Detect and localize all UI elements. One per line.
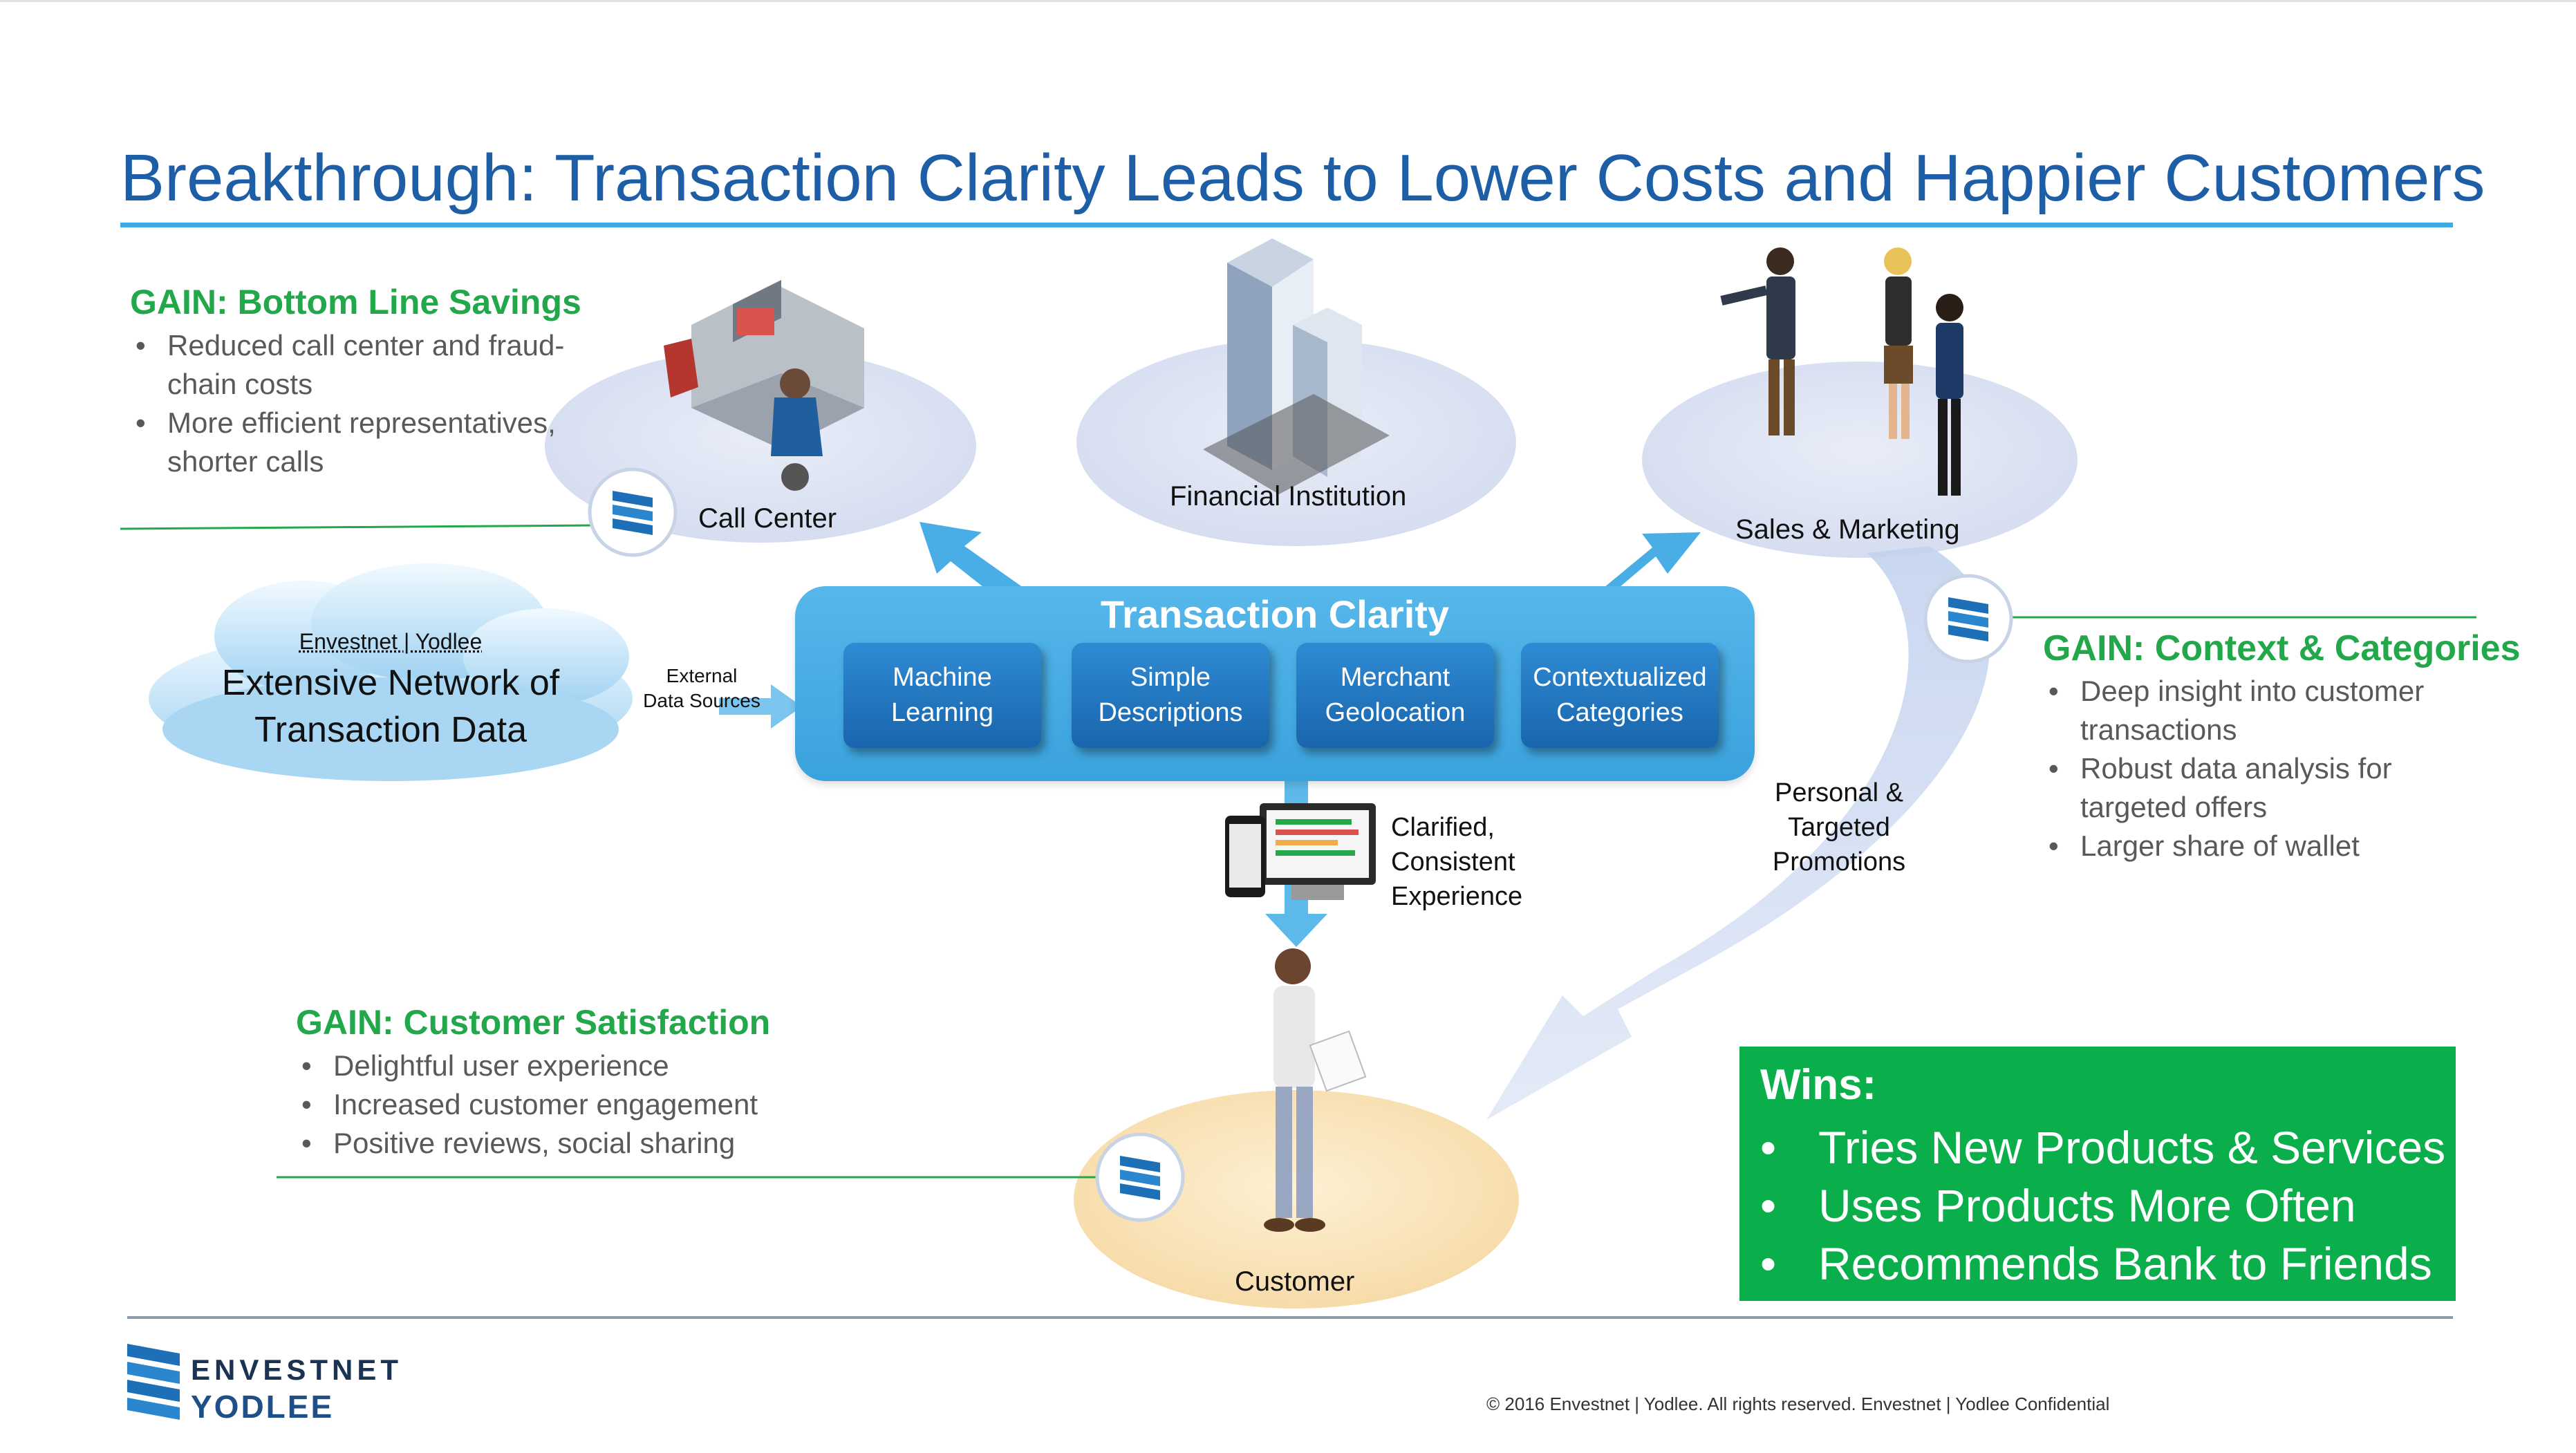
sales-people-icon xyxy=(1720,247,1963,496)
call-center-label: Call Center xyxy=(698,503,837,534)
list-item: Increased customer engagement xyxy=(296,1085,918,1124)
label-line: Clarified, xyxy=(1391,813,1495,842)
box-line: Geolocation xyxy=(1325,698,1466,727)
sales-marketing-label: Sales & Marketing xyxy=(1735,514,1960,545)
label-line: Experience xyxy=(1391,882,1523,912)
gain-bottom-line-title: GAIN: Bottom Line Savings xyxy=(130,283,581,321)
label-line: Promotions xyxy=(1772,847,1906,877)
cloud-title: Extensive Network of Transaction Data xyxy=(159,660,622,753)
box-line: Categories xyxy=(1556,698,1683,727)
wins-list: Tries New Products & Services Uses Produ… xyxy=(1760,1118,2445,1293)
list-item: Tries New Products & Services xyxy=(1760,1118,2445,1177)
gain-satisfaction-title: GAIN: Customer Satisfaction xyxy=(296,1003,771,1042)
arrow-down-head xyxy=(1265,914,1327,947)
list-item: Delightful user experience xyxy=(296,1047,918,1085)
envestnet-yodlee-logo-icon xyxy=(127,1344,180,1420)
financial-institution-label: Financial Institution xyxy=(1170,481,1407,512)
arrow-to-call-center xyxy=(920,522,1023,605)
envestnet-logo-icon xyxy=(588,467,678,557)
cloud-title-line: Extensive Network of xyxy=(221,663,560,703)
customer-person-icon xyxy=(1264,948,1367,1232)
building-icon xyxy=(1203,238,1390,494)
arrow-external-sources xyxy=(719,684,802,729)
list-item: Reduced call center and fraud-chain cost… xyxy=(130,326,572,404)
label-line: Consistent xyxy=(1391,847,1515,877)
wins-title: Wins: xyxy=(1760,1061,1877,1109)
title-underline xyxy=(120,223,2453,227)
logo-wordmark-envestnet: ENVESTNET xyxy=(191,1353,403,1386)
gain-context-list: Deep insight into customer transactions … xyxy=(2043,672,2499,865)
external-sources-label: External Data Sources xyxy=(626,664,778,714)
list-item: More efficient representatives, shorter … xyxy=(130,404,572,481)
gain-context-title: GAIN: Context & Categories xyxy=(2043,628,2521,668)
call-center-icon xyxy=(664,280,864,491)
external-sources-line: External xyxy=(666,665,738,686)
customer-label: Customer xyxy=(1235,1266,1355,1297)
label-line: Personal & xyxy=(1775,778,1903,807)
targeted-promotions-label: Personal & Targeted Promotions xyxy=(1735,776,1943,879)
list-item: Uses Products More Often xyxy=(1760,1177,2445,1235)
transaction-clarity-title: Transaction Clarity xyxy=(1100,592,1450,636)
gain-bottom-line-list: Reduced call center and fraud-chain cost… xyxy=(130,326,572,481)
external-sources-line: Data Sources xyxy=(643,690,760,712)
box-line: Merchant xyxy=(1340,662,1450,692)
gain1-connector xyxy=(120,524,595,530)
page-title: Breakthrough: Transaction Clarity Leads … xyxy=(120,141,2485,215)
list-item: Deep insight into customer transactions xyxy=(2043,672,2499,749)
list-item: Positive reviews, social sharing xyxy=(296,1124,918,1163)
cloud-title-line: Transaction Data xyxy=(254,709,528,750)
list-item: Recommends Bank to Friends xyxy=(1760,1235,2445,1293)
footer-divider xyxy=(127,1316,2453,1319)
top-border xyxy=(0,0,2576,2)
list-item: Robust data analysis for targeted offers xyxy=(2043,749,2499,827)
envestnet-logo-icon xyxy=(1095,1132,1185,1222)
envestnet-logo-icon xyxy=(1923,574,2013,664)
box-line: Simple xyxy=(1130,662,1211,692)
box-line: Learning xyxy=(891,698,993,727)
clarified-experience-label: Clarified, Consistent Experience xyxy=(1391,810,1522,914)
label-line: Targeted xyxy=(1788,813,1890,843)
devices-icon xyxy=(1225,803,1376,900)
box-line: Machine xyxy=(893,662,992,692)
gain-satisfaction-list: Delightful user experience Increased cus… xyxy=(296,1047,918,1163)
copyright-text: © 2016 Envestnet | Yodlee. All rights re… xyxy=(1486,1394,2110,1414)
box-line: Contextualized xyxy=(1533,662,1707,692)
list-item: Larger share of wallet xyxy=(2043,827,2499,865)
cloud-brand: Envestnet | Yodlee xyxy=(299,629,483,654)
cloud-shape xyxy=(149,563,633,781)
sales-marketing-ellipse xyxy=(1642,362,2078,558)
logo-wordmark-yodlee: YODLEE xyxy=(191,1389,335,1425)
arrow-to-sales xyxy=(1604,532,1701,594)
box-line: Descriptions xyxy=(1098,698,1243,727)
